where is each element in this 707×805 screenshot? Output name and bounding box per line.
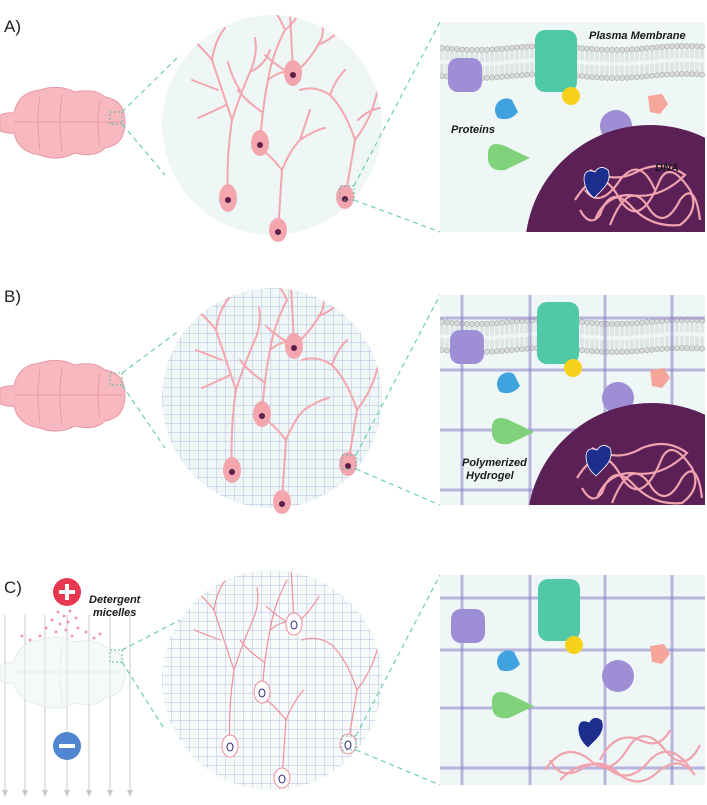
label-detergent-line2: micelles [93, 607, 136, 619]
protein-blue [497, 650, 520, 672]
plus-icon [53, 578, 81, 606]
panel-c: Detergent micelles [0, 570, 705, 797]
panel-label-a: A) [4, 17, 21, 36]
dna-heart-protein [583, 167, 610, 199]
label-plasma-membrane: Plasma Membrane [589, 30, 686, 42]
neuron-cell-bodies [219, 60, 354, 242]
membrane-protein [538, 579, 580, 641]
label-detergent-line1: Detergent [89, 594, 142, 606]
nucleus [529, 403, 705, 505]
protein-yellow [564, 359, 582, 377]
detergent-micelles [20, 609, 102, 642]
hydrogel-mesh-circle [162, 288, 382, 508]
cleared-brain-illustration [0, 636, 126, 709]
label-hydrogel-line1: Polymerized [462, 457, 527, 469]
neurons [189, 15, 381, 233]
dna-strands [576, 442, 704, 505]
dna-heart-protein [577, 717, 604, 749]
neuron-cell-bodies [223, 333, 357, 514]
protein-blue [495, 98, 518, 120]
brain-illustration [0, 86, 126, 159]
panel-a: Plasma Membrane Proteins DNA [0, 15, 705, 242]
protein-salmon [650, 368, 670, 388]
panel-label-c: C) [4, 578, 22, 597]
membrane-protein [537, 302, 579, 364]
neurons [193, 288, 382, 501]
protein-green [492, 692, 534, 719]
brain-illustration [0, 359, 126, 432]
protein-yellow [562, 87, 580, 105]
protein-green [488, 144, 530, 171]
neuron-outline-cell-bodies [221, 612, 357, 789]
protein-purple [448, 58, 482, 92]
protein-purple [451, 609, 485, 643]
panel-b: Polymerized Hydrogel [0, 288, 705, 514]
label-proteins: Proteins [451, 124, 495, 136]
dna-strands [544, 729, 701, 783]
label-hydrogel-line2: Hydrogel [466, 470, 515, 482]
neuron-magnification-circle [162, 15, 382, 235]
dna-heart-protein [585, 445, 612, 477]
panel-label-b: B) [4, 287, 21, 306]
protein-purple-round [602, 660, 634, 692]
membrane-protein [535, 30, 577, 92]
protein-purple [450, 330, 484, 364]
protein-salmon [648, 94, 668, 114]
minus-icon [53, 732, 81, 760]
protein-blue [497, 372, 520, 394]
label-dna: DNA [655, 162, 679, 174]
cleared-tissue-circle [162, 570, 382, 790]
protein-yellow [565, 636, 583, 654]
protein-green [492, 418, 534, 445]
protein-salmon [650, 644, 670, 664]
